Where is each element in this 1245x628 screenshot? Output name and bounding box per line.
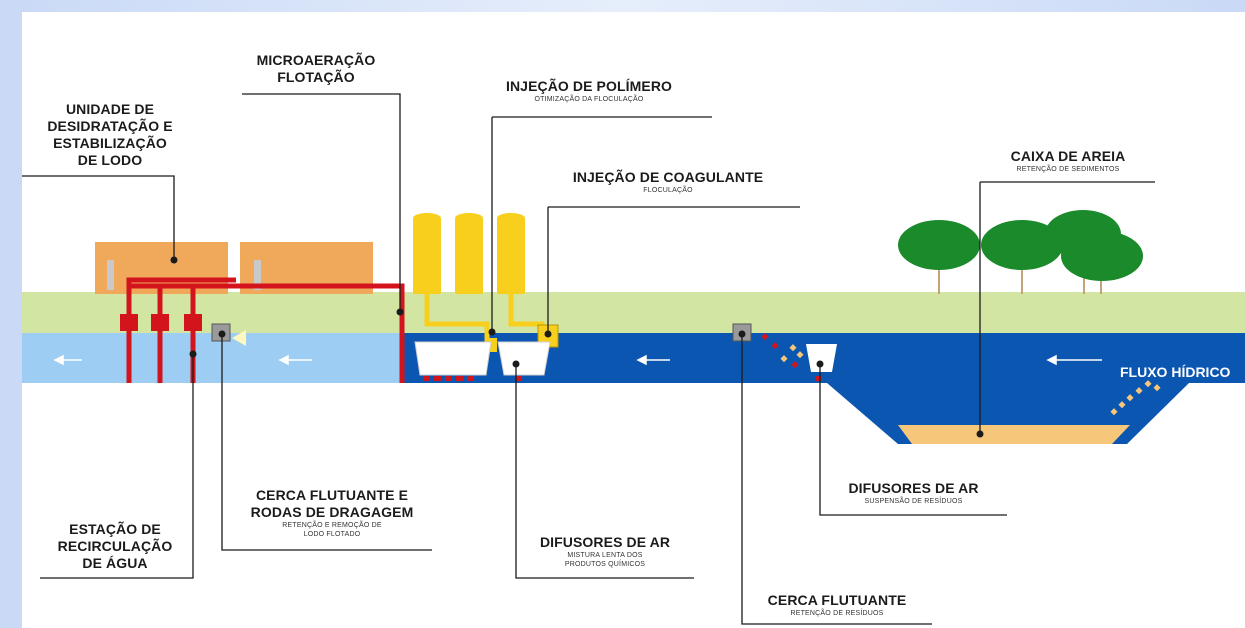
label-title: RECIRCULAÇÃO [57,538,173,554]
label-subtitle: RETENÇÃO DE SEDIMENTOS [1016,166,1120,173]
label-cerca-flutuante: CERCA FLUTUANTE RETENÇÃO DE RESÍDUOS [744,592,930,618]
label-subtitle: MISTURA LENTA DOS [567,552,643,559]
label-subtitle: PRODUTOS QUÍMICOS [564,561,646,568]
tree [1061,231,1143,281]
building-window [254,260,261,290]
leader-caixa-areia [979,181,1155,434]
silo [497,218,525,294]
label-title: INJEÇÃO DE COAGULANTE [572,169,764,185]
label-subtitle: FLOCULAÇÃO [643,187,693,194]
leader-coagulante [547,206,800,334]
tree [981,220,1063,270]
silo-top [455,213,483,223]
label-title: DIFUSORES DE AR [848,480,979,496]
label-title: DE ÁGUA [82,555,148,571]
label-coagulante: INJEÇÃO DE COAGULANTE FLOCULAÇÃO [552,169,784,195]
leader-estacao [40,354,194,579]
tree [898,220,980,270]
leader-difusores-mistura [515,364,694,579]
air-diffuser-bubbles [423,376,822,381]
pump [151,314,169,331]
label-title: DESIDRATAÇÃO E [47,118,173,134]
label-difusores-mistura: DIFUSORES DE AR MISTURA LENTA DOS PRODUT… [516,534,694,569]
pump [184,314,202,331]
label-difusores-suspensao: DIFUSORES DE AR SUSPENSÃO DE RESÍDUOS [820,480,1007,506]
leader-desidratacao [22,175,175,260]
leader-cerca-dragagem [221,334,432,551]
label-subtitle: LODO FLOTADO [303,531,361,538]
diagram-svg [22,93,1245,625]
sand-trap-sediment [898,425,1130,444]
flow-arrows [53,354,1102,366]
label-title: INJEÇÃO DE POLÍMERO [505,78,673,94]
leader-polimero [491,116,712,332]
label-desidratacao: UNIDADE DE DESIDRATAÇÃO E ESTABILIZAÇÃO … [42,101,178,169]
label-cerca-dragagem: CERCA FLUTUANTE E RODAS DE DRAGAGEM RETE… [232,487,432,539]
label-title: RODAS DE DRAGAGEM [250,504,414,520]
label-title: CERCA FLUTUANTE [767,592,907,608]
silo [455,218,483,294]
leader-difusores-suspensao [819,364,1007,516]
label-title: ESTAÇÃO DE [69,521,161,537]
leader-cerca-flutuante [741,334,932,625]
silo-top [497,213,525,223]
flotation-tank [414,341,492,376]
label-polimero: INJEÇÃO DE POLÍMERO OTIMIZAÇÃO DA FLOCUL… [484,78,694,104]
label-microaeracao: MICROAERAÇÃO FLOTAÇÃO [236,52,396,86]
leader-lines [22,93,1155,625]
diagram-canvas: MICROAERAÇÃO FLOTAÇÃO UNIDADE DE DESIDRA… [22,12,1245,628]
flotation-tank [497,341,551,376]
label-subtitle: SUSPENSÃO DE RESÍDUOS [864,498,963,505]
flow-direction-label: FLUXO HÍDRICO [1120,364,1231,380]
dredging-wheel [232,330,246,346]
label-caixa-areia: CAIXA DE AREIA RETENÇÃO DE SEDIMENTOS [980,148,1156,174]
label-title: CAIXA DE AREIA [1010,148,1126,164]
ground-strip [22,292,1245,334]
label-subtitle: OTIMIZAÇÃO DA FLOCULAÇÃO [534,96,644,103]
label-subtitle: RETENÇÃO DE RESÍDUOS [790,610,884,617]
label-title: FLOTAÇÃO [277,69,355,85]
label-title: CERCA FLUTUANTE E [255,487,409,503]
building-window [107,260,114,290]
leader-microaeracao [242,93,401,312]
label-title: DIFUSORES DE AR [539,534,671,550]
pump [120,314,138,331]
label-estacao: ESTAÇÃO DE RECIRCULAÇÃO DE ÁGUA [40,521,190,572]
leader-dots [170,256,984,438]
silo-top [413,213,441,223]
chemical-silos [413,213,525,294]
silo [413,218,441,294]
label-title: ESTABILIZAÇÃO [53,135,167,151]
label-title: MICROAERAÇÃO [256,52,376,68]
label-title: UNIDADE DE [65,101,155,117]
trees [898,210,1143,294]
label-subtitle: RETENÇÃO E REMOÇÃO DE [282,522,382,529]
suspension-tank [806,344,837,372]
label-title: DE LODO [77,152,143,168]
